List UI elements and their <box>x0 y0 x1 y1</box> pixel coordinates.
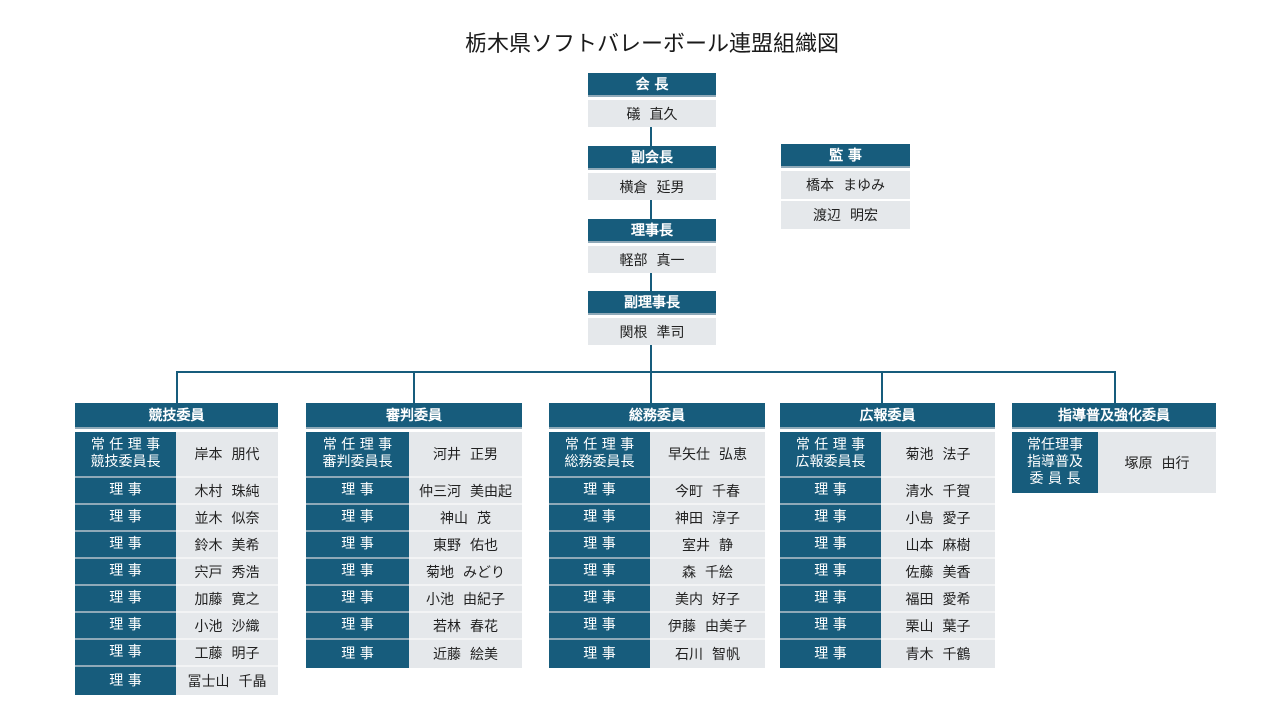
member-name: 栗山 葉子 <box>881 613 995 640</box>
chair-role: 常 任 理 事 総務委員長 <box>549 432 650 478</box>
member-role: 理 事 <box>549 586 650 613</box>
member-name: 菊地 みどり <box>409 559 522 586</box>
president-title: 会 長 <box>588 73 716 97</box>
member-role: 理 事 <box>75 586 176 613</box>
member-name: 加藤 寛之 <box>176 586 278 613</box>
member-name: 佐藤 美香 <box>881 559 995 586</box>
committee-title: 審判委員 <box>306 403 522 429</box>
member-name: 清水 千賀 <box>881 478 995 505</box>
connector-line <box>650 273 652 292</box>
member-role: 理 事 <box>306 478 409 505</box>
member-name: 冨士山 千晶 <box>176 667 278 695</box>
member-name: 若林 春花 <box>409 613 522 640</box>
member-role: 理 事 <box>549 478 650 505</box>
vice-director-general-name: 関根 準司 <box>588 318 716 345</box>
auditor-name: 橋本 まゆみ <box>781 171 910 199</box>
member-name: 美内 好子 <box>650 586 765 613</box>
member-role: 理 事 <box>306 559 409 586</box>
member-name: 伊藤 由美子 <box>650 613 765 640</box>
member-role: 理 事 <box>780 640 881 668</box>
member-role: 理 事 <box>549 613 650 640</box>
member-role: 理 事 <box>306 586 409 613</box>
member-name: 福田 愛希 <box>881 586 995 613</box>
connector-line <box>650 371 652 403</box>
member-role: 理 事 <box>549 532 650 559</box>
director-general-name: 軽部 真一 <box>588 246 716 273</box>
auditors-title: 監 事 <box>781 144 910 168</box>
member-role: 理 事 <box>306 505 409 532</box>
connector-line <box>650 200 652 219</box>
director-general-title: 理事長 <box>588 219 716 243</box>
member-role: 理 事 <box>75 640 176 667</box>
member-role: 理 事 <box>306 613 409 640</box>
connector-line <box>881 371 883 403</box>
chart-title: 栃木県ソフトバレーボール連盟組織図 <box>464 32 839 57</box>
connector-line <box>650 345 652 372</box>
member-name: 並木 似奈 <box>176 505 278 532</box>
chair-role: 常 任 理 事 広報委員長 <box>780 432 881 478</box>
committee-title: 広報委員 <box>780 403 995 429</box>
member-role: 理 事 <box>549 640 650 668</box>
member-name: 鈴木 美希 <box>176 532 278 559</box>
member-role: 理 事 <box>75 478 176 505</box>
chair-role: 常 任 理 事 審判委員長 <box>306 432 409 478</box>
connector-line <box>650 127 652 146</box>
member-name: 神田 淳子 <box>650 505 765 532</box>
member-name: 宍戸 秀浩 <box>176 559 278 586</box>
member-role: 理 事 <box>75 667 176 695</box>
committee-title: 総務委員 <box>549 403 765 429</box>
member-role: 理 事 <box>75 505 176 532</box>
connector-line <box>176 371 178 403</box>
member-name: 小島 愛子 <box>881 505 995 532</box>
connector-bus <box>176 371 1116 373</box>
member-role: 理 事 <box>549 505 650 532</box>
member-role: 理 事 <box>75 613 176 640</box>
chair-role: 常 任 理 事 競技委員長 <box>75 432 176 478</box>
member-name: 小池 沙織 <box>176 613 278 640</box>
connector-line <box>1114 371 1116 403</box>
member-role: 理 事 <box>780 559 881 586</box>
member-role: 理 事 <box>75 559 176 586</box>
committee-title: 競技委員 <box>75 403 278 429</box>
member-name: 仲三河 美由起 <box>409 478 522 505</box>
chair-name: 塚原 由行 <box>1098 432 1216 493</box>
member-name: 石川 智帆 <box>650 640 765 668</box>
auditor-name: 渡辺 明宏 <box>781 201 910 229</box>
committee-title: 指導普及強化委員 <box>1012 403 1216 429</box>
chair-name: 岸本 朋代 <box>176 432 278 478</box>
member-role: 理 事 <box>780 478 881 505</box>
member-name: 近藤 絵美 <box>409 640 522 668</box>
connector-line <box>413 371 415 403</box>
member-role: 理 事 <box>780 613 881 640</box>
chair-name: 河井 正男 <box>409 432 522 478</box>
member-name: 工藤 明子 <box>176 640 278 667</box>
member-name: 青木 千鶴 <box>881 640 995 668</box>
member-name: 小池 由紀子 <box>409 586 522 613</box>
chair-name: 菊池 法子 <box>881 432 995 478</box>
vice-president-title: 副会長 <box>588 146 716 170</box>
member-role: 理 事 <box>306 532 409 559</box>
member-name: 木村 珠純 <box>176 478 278 505</box>
member-role: 理 事 <box>75 532 176 559</box>
vice-president-name: 横倉 延男 <box>588 173 716 200</box>
vice-director-general-title: 副理事長 <box>588 291 716 315</box>
member-name: 今町 千春 <box>650 478 765 505</box>
member-role: 理 事 <box>780 532 881 559</box>
member-name: 山本 麻樹 <box>881 532 995 559</box>
member-role: 理 事 <box>780 586 881 613</box>
member-name: 東野 佑也 <box>409 532 522 559</box>
president-name: 礒 直久 <box>588 100 716 127</box>
member-name: 神山 茂 <box>409 505 522 532</box>
member-name: 森 千絵 <box>650 559 765 586</box>
member-name: 室井 静 <box>650 532 765 559</box>
member-role: 理 事 <box>549 559 650 586</box>
member-role: 理 事 <box>306 640 409 668</box>
member-role: 理 事 <box>780 505 881 532</box>
chair-role: 常任理事 指導普及 委 員 長 <box>1012 432 1098 493</box>
chair-name: 早矢仕 弘恵 <box>650 432 765 478</box>
